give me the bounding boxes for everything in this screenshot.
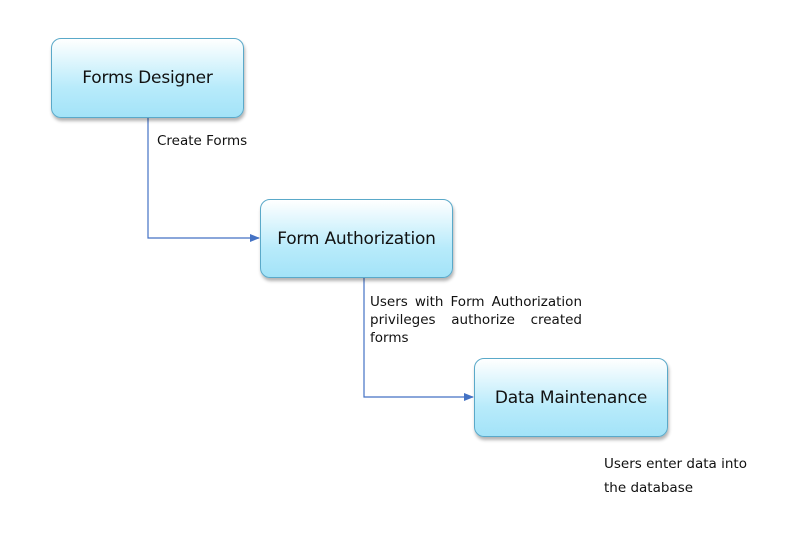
authorize-forms-edge-label: Users with Form Authorization privileges…	[370, 294, 582, 346]
forms-designer-node: Forms Designer	[51, 38, 244, 118]
data-maintenance-label: Data Maintenance	[494, 387, 648, 408]
forms-designer-label: Forms Designer	[82, 68, 213, 88]
users-enter-data-note: Users enter data into the database	[604, 456, 747, 496]
form-authorization-node: Form Authorization	[260, 199, 453, 278]
form-authorization-label: Form Authorization	[277, 228, 436, 249]
connector-create-forms	[147, 118, 260, 242]
connector-authorize	[363, 278, 474, 401]
data-maintenance-node: Data Maintenance	[474, 358, 668, 437]
create-forms-edge-label: Create Forms	[157, 133, 248, 149]
